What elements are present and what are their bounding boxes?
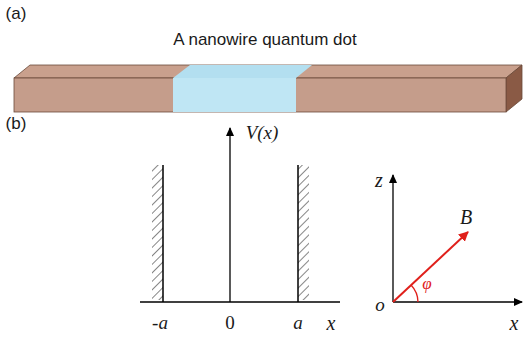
panel-label: (a) [6, 5, 27, 24]
axis-label: V(x) [246, 123, 279, 144]
nanowire [14, 65, 522, 112]
origin-label: o [375, 295, 385, 316]
panel-label: (b) [6, 115, 27, 134]
tick-label: a [293, 313, 303, 334]
field-label: B [460, 206, 472, 228]
tick-label: -a [152, 313, 168, 334]
tick-label: 0 [225, 313, 235, 334]
axis-label: x [327, 312, 336, 334]
axis-label: x [510, 312, 519, 334]
panel-title: A nanowire quantum dot [173, 31, 356, 50]
potential-well [140, 128, 340, 302]
field-axes [393, 175, 522, 302]
angle-label: φ [422, 275, 431, 294]
axis-label: z [375, 169, 383, 191]
